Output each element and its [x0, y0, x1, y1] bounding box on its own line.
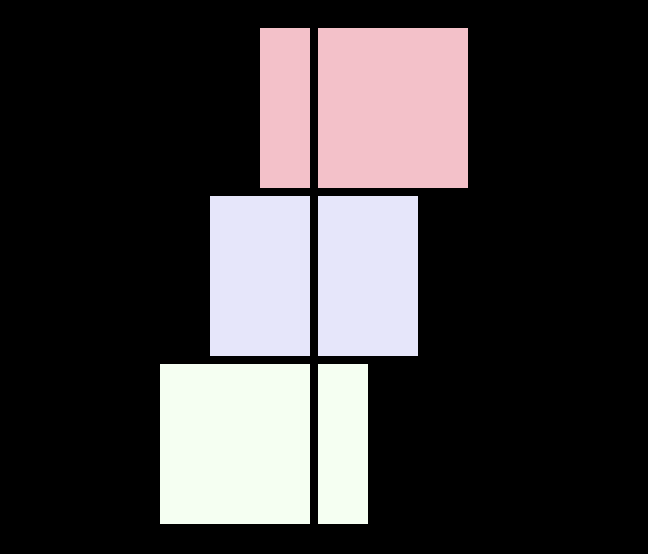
- green-block: [160, 364, 368, 524]
- vertical-divider: [310, 28, 318, 524]
- pink-block: [260, 28, 468, 188]
